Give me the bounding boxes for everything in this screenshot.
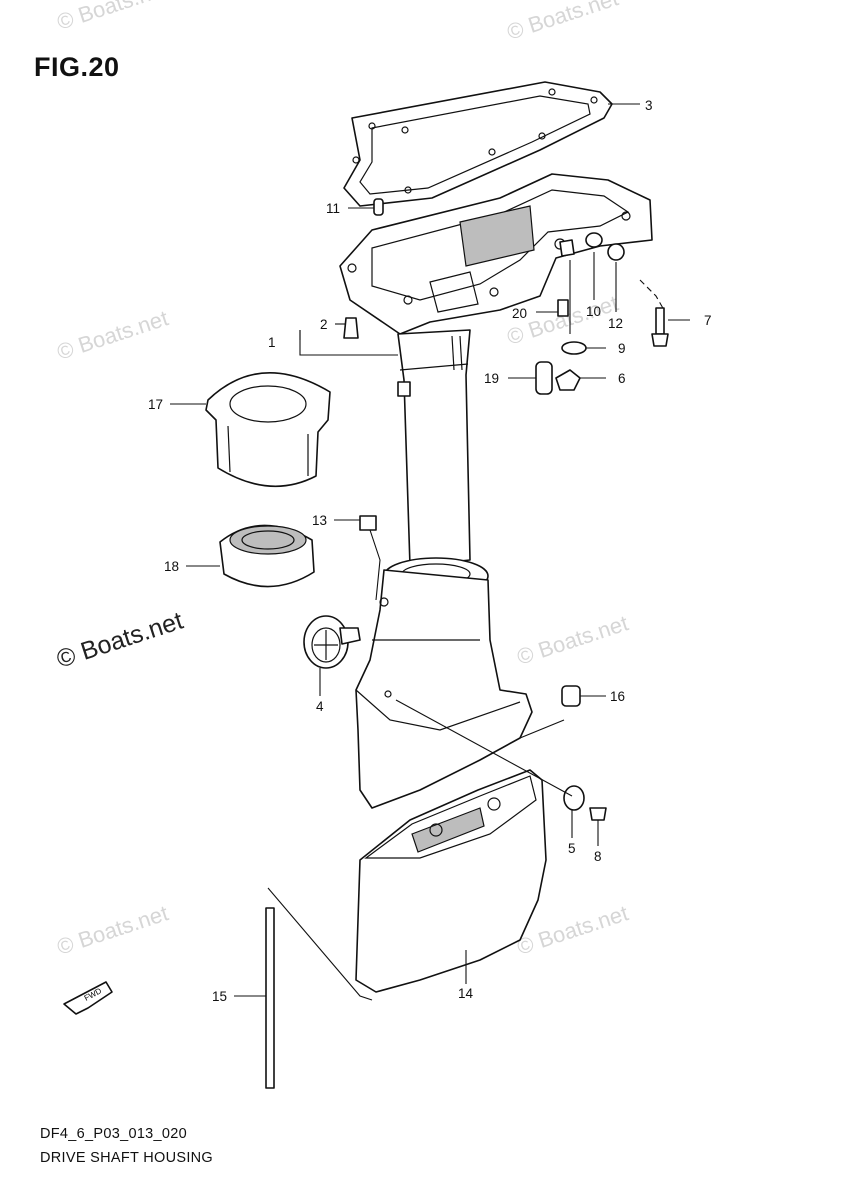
fwd-arrow: FWD	[63, 981, 113, 1015]
screw-part-8	[589, 807, 607, 821]
callout-3: 3	[645, 98, 653, 113]
callout-18: 18	[164, 559, 179, 574]
sleeve-part-19	[535, 361, 553, 395]
callout-19: 19	[484, 371, 499, 386]
washer-part-9	[561, 341, 587, 355]
housing-tube-part-1	[397, 329, 471, 567]
callout-16: 16	[610, 689, 625, 704]
watermark: © Boats.net	[54, 900, 171, 959]
callout-13: 13	[312, 513, 327, 528]
dowel-pin-part-11	[373, 198, 384, 216]
washer-part-10	[585, 232, 603, 248]
lower-cover-part-14	[355, 769, 547, 993]
seal-part-18	[219, 524, 315, 588]
plug-part-12	[607, 243, 625, 261]
stud-part-15	[265, 907, 275, 1089]
nut-part-6	[555, 369, 581, 391]
callout-1: 1	[268, 335, 276, 350]
diagram-code: DF4_6_P03_013_020	[40, 1126, 187, 1142]
watermark: © Boats.net	[54, 305, 171, 364]
leader-lines	[170, 103, 690, 1001]
callout-labels: 3 11 2 1 20 10 12 7 9 19 6 17 13 18 4 16…	[148, 98, 712, 1004]
grease-nipple-part-2	[343, 317, 359, 339]
callout-17: 17	[148, 397, 163, 412]
callout-15: 15	[212, 989, 227, 1004]
bushing-part-20a	[559, 239, 575, 257]
callout-11: 11	[326, 201, 340, 216]
diagram-name: DRIVE SHAFT HOUSING	[40, 1150, 214, 1166]
callout-7: 7	[704, 313, 712, 328]
bolt-part-20	[557, 299, 569, 317]
callout-10: 10	[586, 304, 601, 319]
gasket-part-3	[343, 81, 613, 207]
callout-20: 20	[512, 306, 527, 321]
housing-upper-plate-part-1	[339, 173, 653, 335]
watermark: © Boats.net	[54, 0, 171, 35]
small-parts	[265, 232, 669, 1089]
housing-lower-body-part-1	[355, 557, 533, 809]
callout-9: 9	[618, 341, 626, 356]
cap-part-4	[303, 615, 361, 669]
callout-5: 5	[568, 841, 576, 856]
grommet-part-17	[205, 372, 331, 488]
watermark-large: © Boats.net	[53, 607, 186, 674]
callout-4: 4	[316, 699, 324, 714]
bolt-part-7	[655, 307, 665, 335]
plug-part-13	[359, 515, 377, 531]
bushing-part-5	[563, 785, 585, 811]
watermark: © Boats.net	[504, 0, 621, 45]
watermark: © Boats.net	[514, 610, 631, 669]
callout-14: 14	[458, 986, 474, 1001]
callout-2: 2	[320, 317, 328, 332]
callout-6: 6	[618, 371, 626, 386]
bushing-part-16	[561, 685, 581, 707]
callout-8: 8	[594, 849, 602, 864]
callout-12: 12	[608, 316, 623, 331]
figure-title: FIG.20	[34, 52, 120, 82]
